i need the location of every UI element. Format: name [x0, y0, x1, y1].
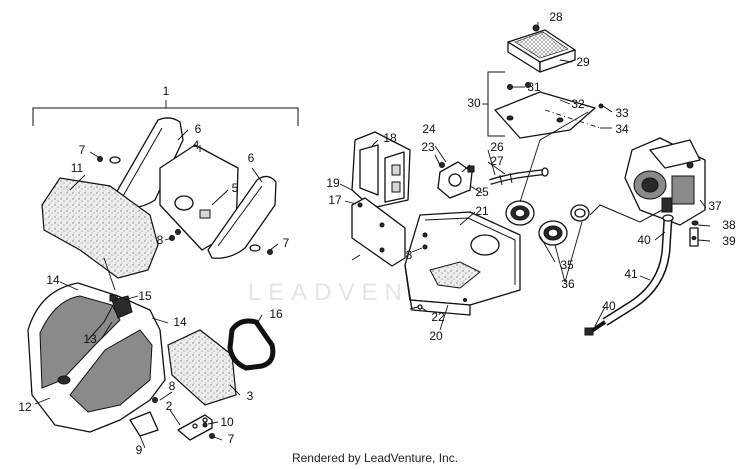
intake-boot-lower — [538, 220, 568, 246]
callout-12: 12 — [18, 400, 32, 414]
assembly-bracket-30 — [487, 71, 505, 137]
callout-1: 1 — [163, 84, 170, 98]
callout-23: 23 — [421, 140, 435, 154]
mounting-plate — [494, 91, 596, 139]
fastener-7c — [209, 433, 215, 439]
callout-15: 15 — [138, 289, 152, 303]
callout-22: 22 — [431, 310, 445, 324]
callout-37: 37 — [708, 199, 722, 213]
callout-17: 17 — [328, 193, 342, 207]
callout-8b: 8 — [169, 379, 176, 393]
intake-panel — [351, 131, 411, 209]
callout-41: 41 — [624, 267, 638, 281]
callout-14b: 14 — [173, 315, 187, 329]
callout-9: 9 — [136, 443, 143, 457]
throttle-body — [624, 137, 706, 226]
callout-6a: 6 — [195, 122, 202, 136]
callout-5: 5 — [232, 181, 239, 195]
callout-30: 30 — [467, 96, 481, 110]
hose — [489, 167, 549, 186]
fastener-28 — [532, 24, 540, 32]
callouts: 1 2 3 4 5 6 6 7 7 7 8 8 8 9 10 11 12 13 … — [18, 10, 736, 457]
callout-10: 10 — [220, 415, 234, 429]
callout-40b: 40 — [602, 299, 616, 313]
fastener-31b — [525, 82, 531, 88]
callout-26: 26 — [490, 140, 504, 154]
callout-7b: 7 — [283, 236, 290, 250]
fastener-8a — [169, 229, 181, 241]
mounting-bracket — [177, 414, 213, 441]
fastener-33 — [598, 103, 604, 109]
callout-40a: 40 — [637, 233, 651, 247]
callout-16: 16 — [269, 307, 283, 321]
callout-8c: 8 — [406, 248, 413, 262]
callout-8a: 8 — [157, 233, 164, 247]
long-hose — [584, 214, 674, 336]
callout-18: 18 — [383, 131, 397, 145]
callout-7c: 7 — [228, 432, 235, 446]
callout-7a: 7 — [79, 143, 86, 157]
callout-3: 3 — [247, 389, 254, 403]
assembly-bracket — [32, 107, 299, 126]
callout-14a: 14 — [46, 273, 60, 287]
callout-6b: 6 — [248, 151, 255, 165]
fastener-7b — [249, 244, 273, 255]
callout-21: 21 — [475, 204, 489, 218]
windshield-panel-right — [207, 175, 277, 259]
callout-27: 27 — [490, 154, 504, 168]
lower-foam-pad — [167, 329, 237, 406]
fastener-10 — [202, 422, 208, 428]
fastener-15 — [109, 294, 117, 302]
fastener-8b — [152, 397, 158, 403]
fastener-8c — [422, 244, 428, 250]
callout-19: 19 — [326, 176, 340, 190]
hood-panel — [27, 282, 166, 433]
callout-34: 34 — [615, 122, 629, 136]
callout-24: 24 — [422, 122, 436, 136]
callout-25: 25 — [475, 185, 489, 199]
callout-4: 4 — [193, 138, 200, 152]
small-hose — [689, 220, 699, 247]
leader-lines-left — [34, 129, 279, 449]
intake-boot-upper — [505, 200, 535, 226]
callout-38: 38 — [722, 218, 736, 232]
callout-39: 39 — [722, 234, 736, 248]
callout-11: 11 — [71, 161, 84, 175]
fastener-22 — [409, 304, 423, 310]
fastener-31a — [507, 84, 513, 90]
callout-28: 28 — [549, 10, 563, 24]
bracket-plate — [129, 411, 159, 437]
callout-32: 32 — [571, 97, 585, 111]
callout-35: 35 — [560, 258, 574, 272]
callout-13: 13 — [83, 332, 97, 346]
fastener-23 — [439, 162, 445, 168]
callout-31: 31 — [527, 80, 541, 94]
callout-20: 20 — [429, 329, 443, 343]
fastener-7a — [97, 156, 121, 164]
callout-2: 2 — [166, 399, 173, 413]
foam-pad — [41, 177, 159, 279]
leader-lines-right — [339, 22, 711, 331]
seal-ring — [227, 318, 276, 371]
hose-clamp — [570, 204, 590, 222]
footer-credit: Rendered by LeadVenture, Inc. — [291, 451, 459, 465]
callout-36: 36 — [561, 277, 575, 291]
callout-33: 33 — [615, 106, 629, 120]
side-bracket — [351, 197, 406, 267]
air-box — [404, 211, 521, 316]
control-module — [507, 29, 576, 73]
callout-29: 29 — [576, 55, 590, 69]
